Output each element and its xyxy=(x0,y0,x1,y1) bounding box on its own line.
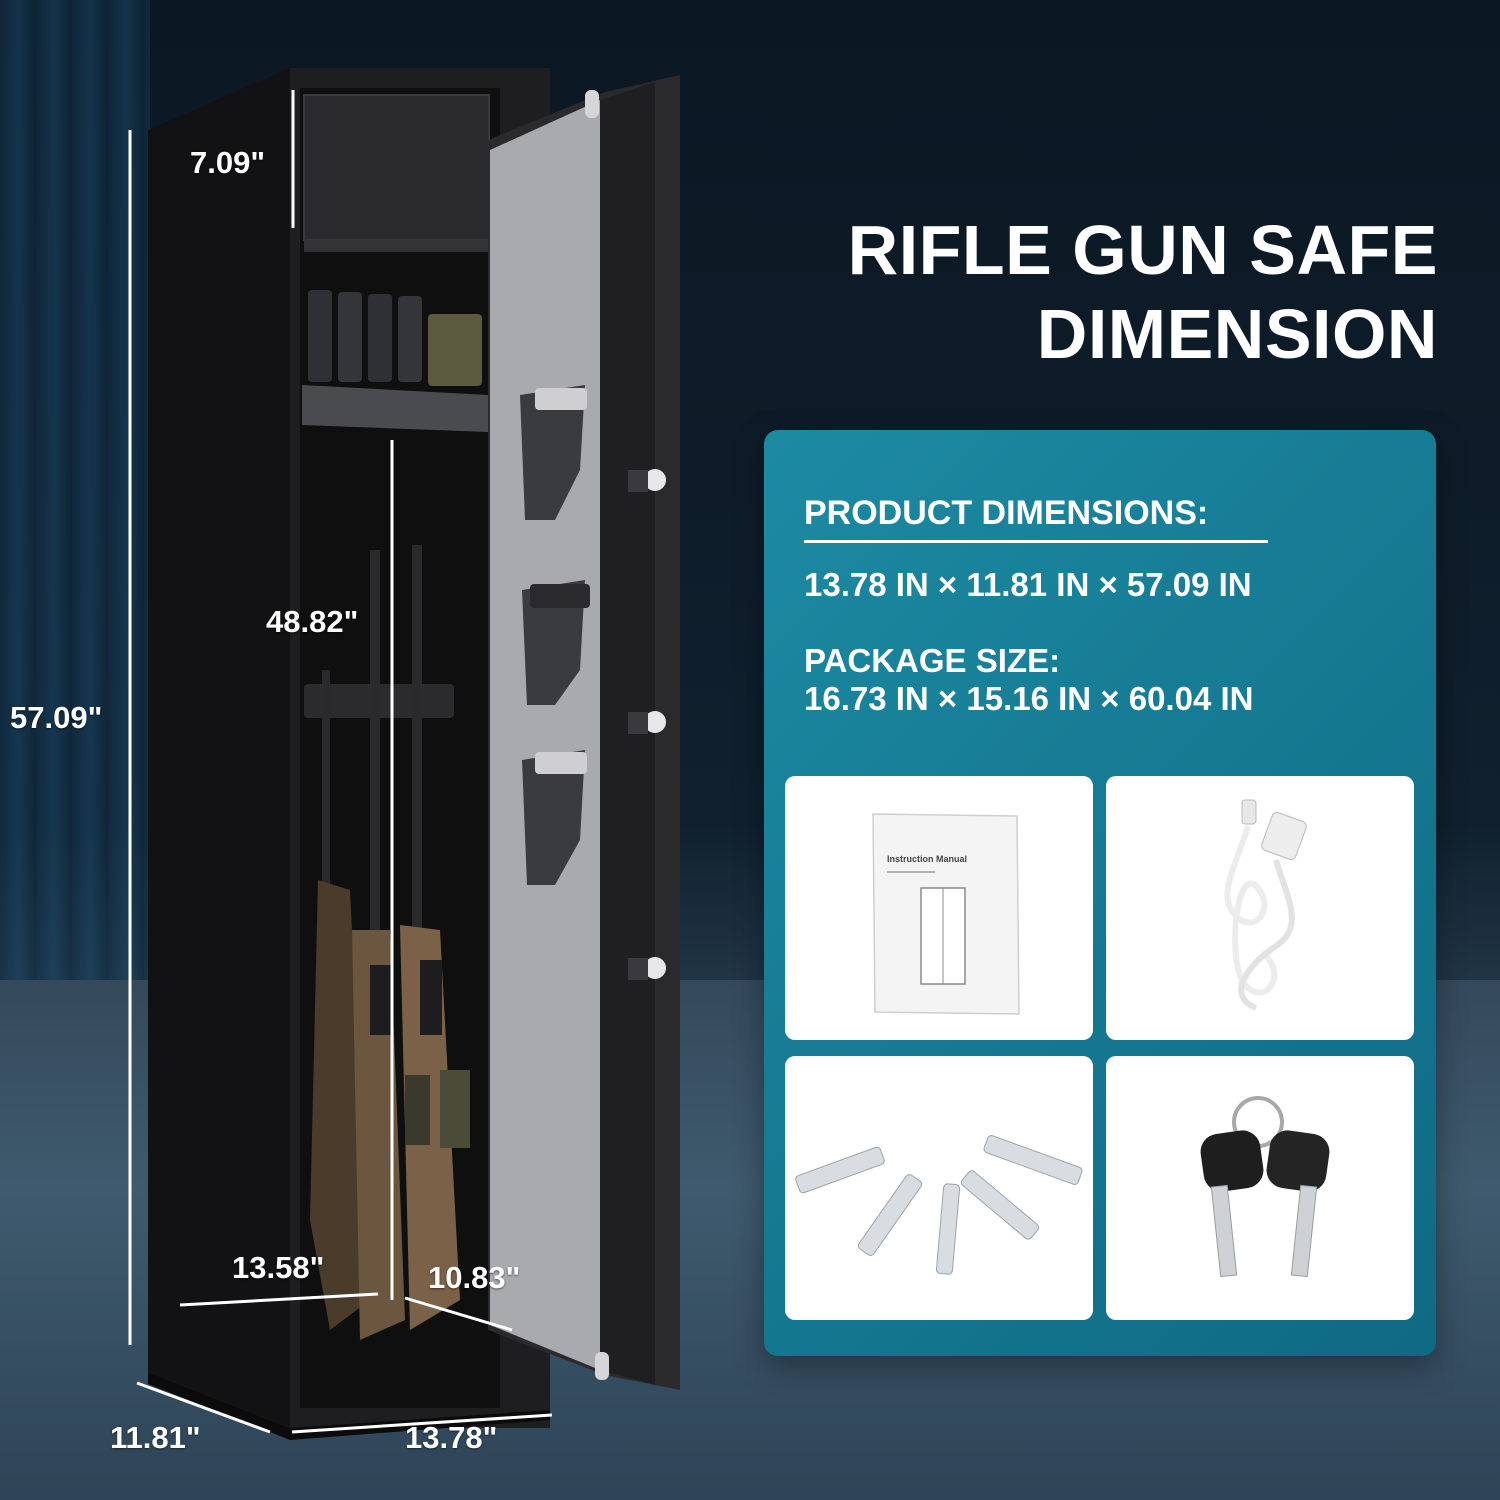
door-edge xyxy=(600,82,655,1385)
accessory-keys-tile xyxy=(1106,1056,1414,1320)
dim-interior-depth: 10.83" xyxy=(428,1260,521,1295)
locking-bolts xyxy=(628,469,666,980)
dim-interior-width: 13.58" xyxy=(232,1250,325,1285)
manual-icon: Instruction Manual xyxy=(872,813,1020,1015)
heading-underline xyxy=(804,540,1268,543)
accessory-bolts-tile xyxy=(785,1056,1093,1320)
dimension-lines xyxy=(128,90,553,1434)
usb-cable-icon xyxy=(1224,799,1307,1011)
dim-top-compartment: 7.09" xyxy=(190,145,266,180)
package-size-value: 16.73 IN × 15.16 IN × 60.04 IN xyxy=(804,680,1254,717)
accessory-usb-tile xyxy=(1106,776,1414,1040)
top-lockbox xyxy=(303,94,490,241)
package-size-label: PACKAGE SIZE: xyxy=(804,642,1061,679)
dim-width: 13.78" xyxy=(405,1420,498,1455)
title-line-2: DIMENSION xyxy=(1036,295,1438,373)
title-line-1: RIFLE GUN SAFE xyxy=(847,211,1438,289)
manual-cover-title: Instruction Manual xyxy=(887,854,967,864)
expansion-bolts-icon xyxy=(795,1135,1083,1275)
shelf xyxy=(302,385,488,432)
keys-icon xyxy=(1200,1096,1330,1278)
page-title: RIFLE GUN SAFE DIMENSION xyxy=(738,208,1438,376)
safe-side-face xyxy=(148,68,290,1428)
product-dimensions-value: 13.78 IN × 11.81 IN × 57.09 IN xyxy=(804,566,1252,603)
dim-depth: 11.81" xyxy=(110,1420,201,1455)
spec-card: PRODUCT DIMENSIONS: 13.78 IN × 11.81 IN … xyxy=(764,430,1436,1356)
door-panel xyxy=(490,100,600,1370)
dim-total-height: 57.09" xyxy=(10,700,103,735)
dim-interior-height: 48.82" xyxy=(266,604,359,639)
product-dimensions-heading: PRODUCT DIMENSIONS: xyxy=(804,494,1209,532)
accessory-manual-tile: Instruction Manual xyxy=(785,776,1093,1040)
pistol-holsters xyxy=(520,385,590,885)
magazines xyxy=(308,290,482,386)
